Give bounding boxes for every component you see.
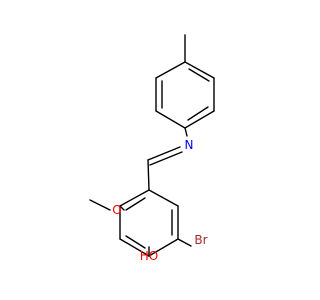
ring-a-double-bond (187, 106, 209, 121)
bromine-bond (177, 238, 192, 247)
atom-hydroxyl-label: HO (140, 249, 158, 263)
imine-double-bond (149, 151, 183, 166)
atom-label-layer: N Br O HO (112, 138, 207, 263)
vinyl-bond (147, 159, 150, 191)
aryl-nitrogen-bond (184, 127, 188, 137)
ring-a-double-bond (188, 68, 210, 82)
ring-a-bond (155, 110, 186, 129)
ring-b-double-bond (125, 197, 146, 211)
ring-b-bond (148, 189, 179, 207)
ring-b-bond (148, 238, 179, 257)
ring-b-bond (119, 189, 150, 207)
ring-a-bond (184, 110, 215, 129)
atom-bromine-label: Br (194, 233, 207, 247)
atom-methoxy-oxygen-label: O (112, 203, 121, 217)
methoxy-ring-bond (119, 205, 125, 211)
ring-a-bond (155, 61, 186, 79)
atom-nitrogen-label: N (185, 138, 194, 152)
ring-a-bond (184, 61, 215, 79)
ring-b-double-bond (125, 235, 146, 249)
molecule-structure: N Br O HO (89, 34, 215, 263)
bond-layer (89, 34, 215, 257)
methoxy-methyl-bond (89, 199, 111, 211)
imine-bond (147, 146, 181, 161)
ring-b-bond (119, 238, 150, 257)
